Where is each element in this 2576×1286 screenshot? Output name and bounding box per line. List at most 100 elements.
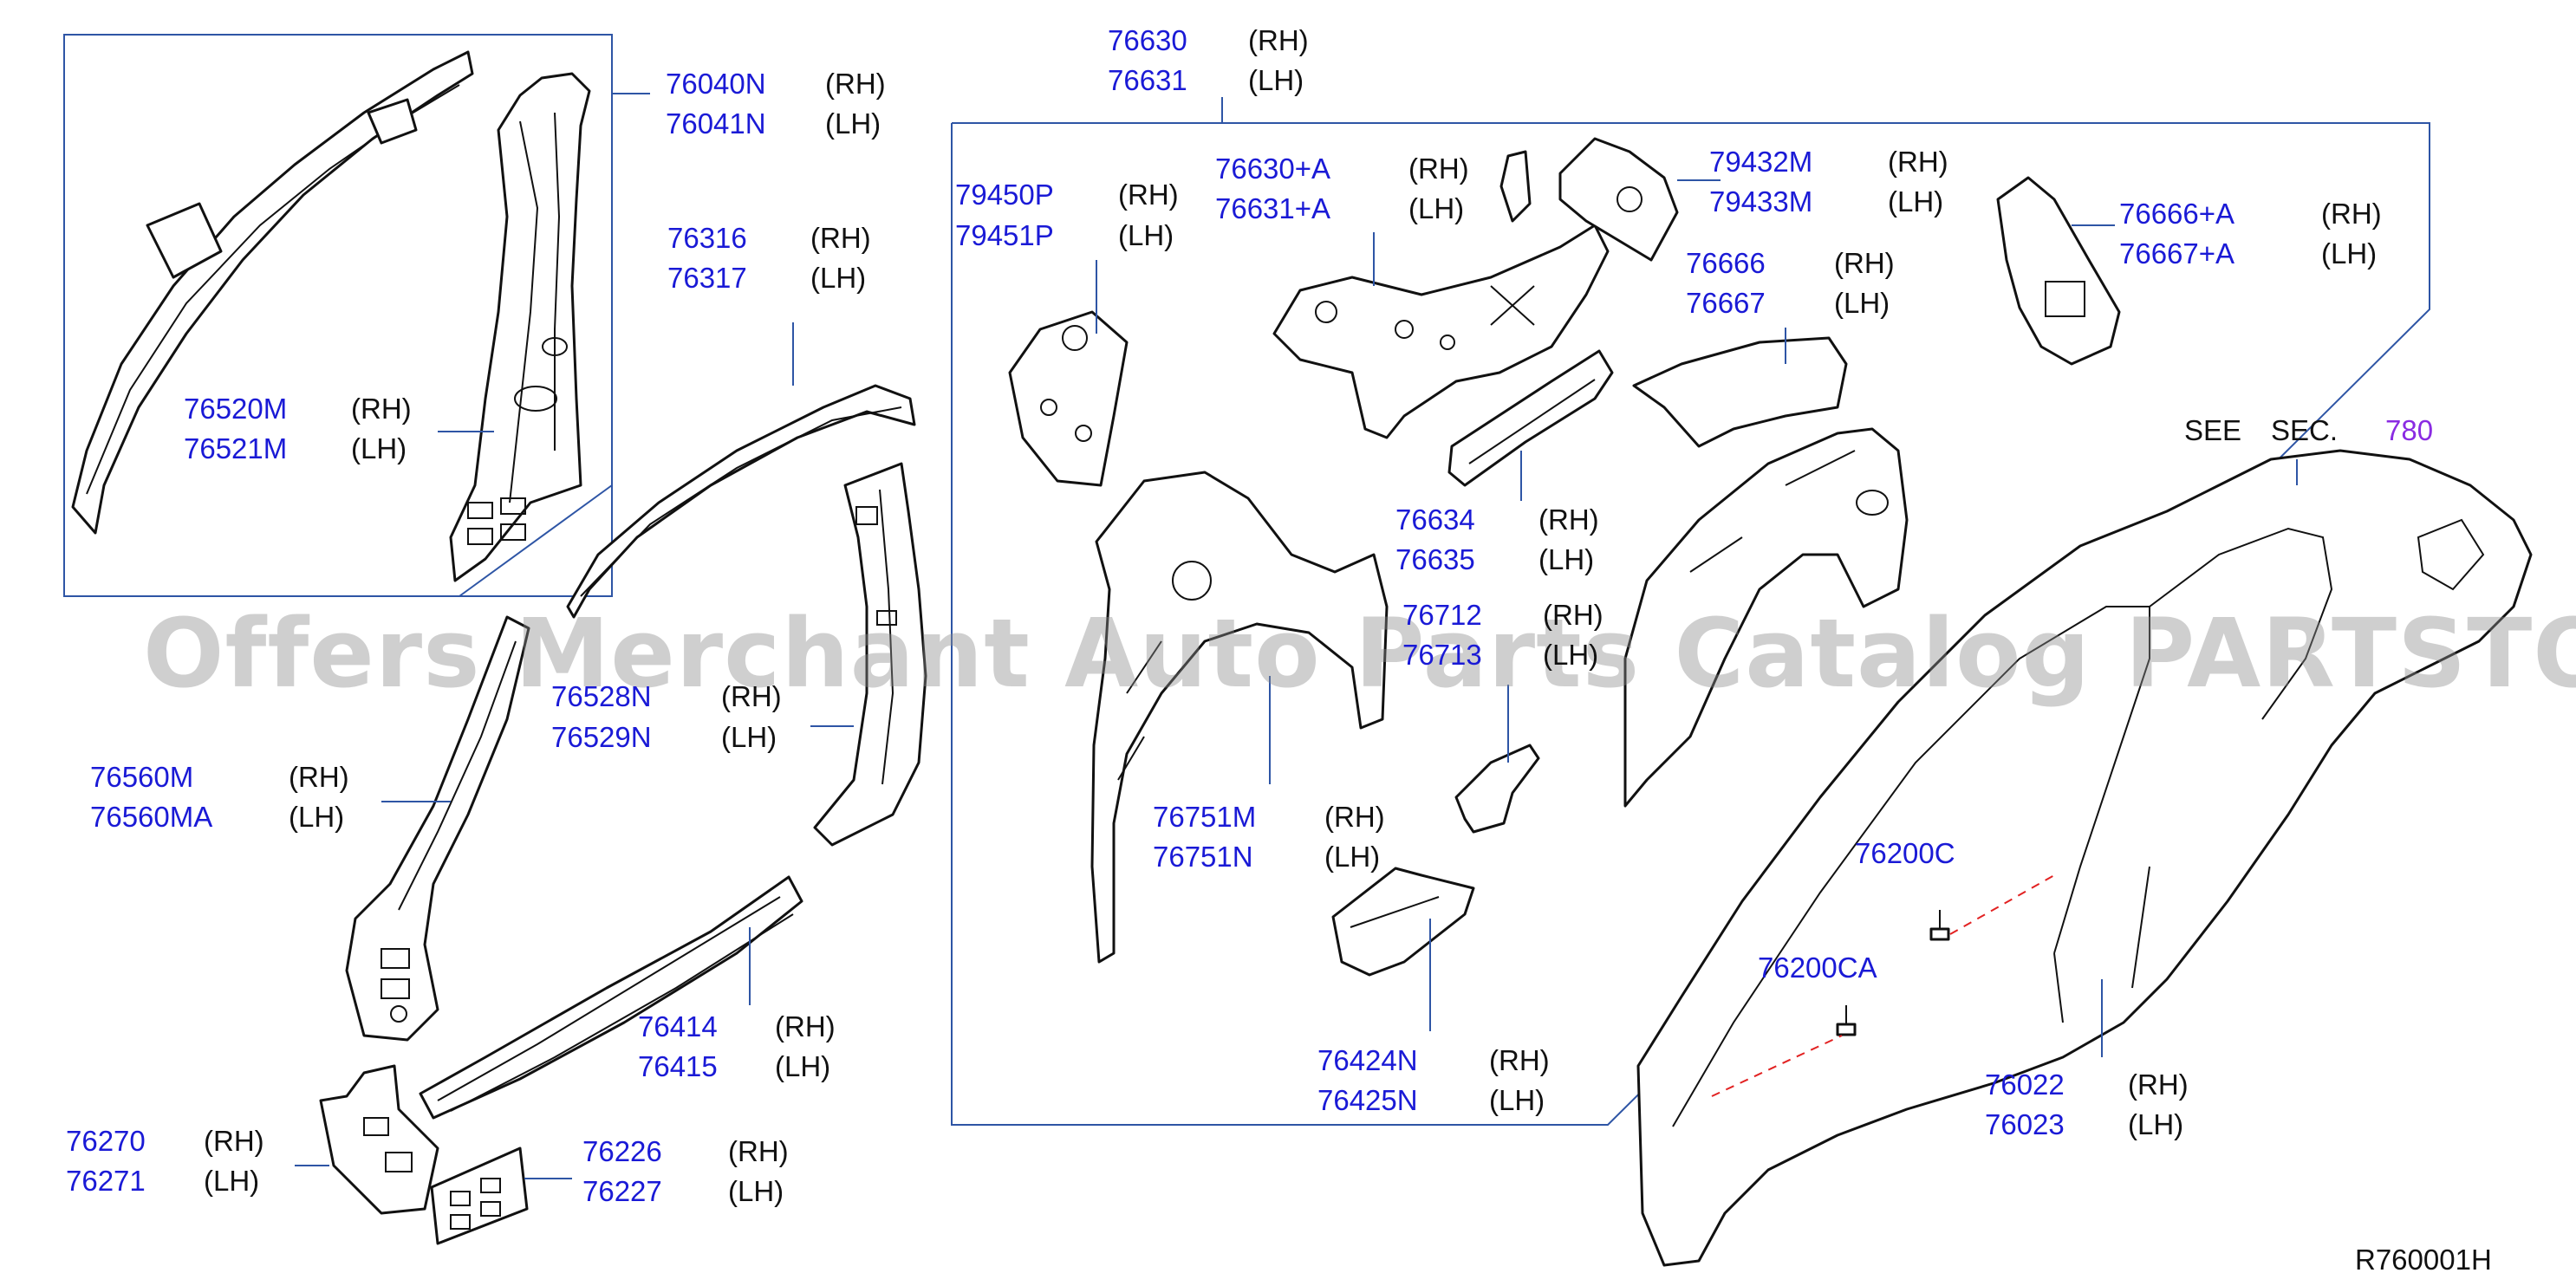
callout-part-number[interactable]: 76022 xyxy=(1985,1068,2065,1101)
callout-part-number[interactable]: 76635 xyxy=(1395,543,1475,575)
callout-part-number[interactable]: 79433M xyxy=(1709,185,1813,218)
group-frame-left xyxy=(63,34,613,597)
callout-side: (RH) xyxy=(775,1010,836,1042)
dashed-line-76200ca xyxy=(1711,1035,1843,1097)
callout-part-number[interactable]: 76040N xyxy=(666,68,766,100)
callout-part-number[interactable]: 76528N xyxy=(551,680,652,712)
callout-part-number[interactable]: 76023 xyxy=(1985,1108,2065,1140)
callout-part-number[interactable]: 76713 xyxy=(1402,639,1482,671)
part-plate-76226 xyxy=(430,1146,529,1245)
callout-part-number[interactable]: 76634 xyxy=(1395,503,1475,536)
part-upper-panel-76630a xyxy=(1272,224,1610,439)
callout-part-number[interactable]: 76666+A xyxy=(2119,198,2235,230)
callout-side: (LH) xyxy=(1489,1084,1545,1116)
callout-part-number[interactable]: 76424N xyxy=(1317,1044,1418,1076)
callout-side: (RH) xyxy=(1324,801,1385,833)
callout-side: (LH) xyxy=(289,801,345,833)
part-inner-panel-76666 xyxy=(1632,336,1848,448)
watermark: Offers Merchant Auto Parts Catalog PARTS… xyxy=(143,598,2576,709)
callout-part-number[interactable]: 76317 xyxy=(667,262,747,294)
callout-part-number[interactable]: 76751M xyxy=(1153,801,1257,833)
callout-part-number[interactable]: 76666 xyxy=(1686,247,1766,279)
callout-side: (RH) xyxy=(1538,503,1599,536)
part-wheelhouse-76751m xyxy=(1090,471,1389,964)
callout-part-number[interactable]: 76521M xyxy=(184,432,288,464)
callout-side: (LH) xyxy=(1538,543,1595,575)
bolt-76200c xyxy=(1929,910,1950,941)
callout-part-number[interactable]: 76270 xyxy=(66,1125,146,1157)
callout-part-number[interactable]: 76425N xyxy=(1317,1084,1418,1116)
callout-side: (LH) xyxy=(2128,1108,2184,1140)
callout-side: (LH) xyxy=(2321,237,2378,270)
callout-part-number[interactable]: 76751N xyxy=(1153,841,1253,873)
callout-side: (RH) xyxy=(1118,179,1179,211)
callout-part-number[interactable]: 76712 xyxy=(1402,599,1482,631)
callout-side: (RH) xyxy=(2128,1068,2189,1101)
callout-part-number[interactable]: 76560MA xyxy=(90,801,213,833)
callout-part-number[interactable]: 76667 xyxy=(1686,287,1766,319)
callout-part-number[interactable]: 76630 xyxy=(1108,24,1187,56)
part-hinge-pillar-76270 xyxy=(319,1064,439,1215)
part-sill-76414 xyxy=(419,875,803,1120)
callout-side: (RH) xyxy=(825,68,886,100)
callout-part-number[interactable]: 76041N xyxy=(666,107,766,140)
part-plate-76712 xyxy=(1454,744,1540,834)
callout-part-number[interactable]: 76630+A xyxy=(1215,153,1331,185)
callout-part-number[interactable]: 76631 xyxy=(1108,64,1187,96)
frame-leader-76040n-b xyxy=(459,484,613,597)
see-label: SEE xyxy=(2184,414,2242,446)
part-body-side-76022 xyxy=(1636,449,2533,1267)
section-ref-link[interactable]: 780 xyxy=(2385,414,2434,446)
part-bracket-79432m xyxy=(1499,137,1679,262)
callout-part-number[interactable]: 79432M xyxy=(1709,146,1813,178)
callout-side: (RH) xyxy=(1834,247,1895,279)
callout-side: (RH) xyxy=(204,1125,264,1157)
part-reinf-76424n xyxy=(1331,867,1475,977)
diagram-id: R760001H xyxy=(2355,1244,2492,1276)
callout-side: (RH) xyxy=(728,1135,789,1167)
bolt-76200ca xyxy=(1836,1005,1857,1036)
callout-side: (RH) xyxy=(289,761,349,793)
callout-side: (RH) xyxy=(2321,198,2382,230)
callout-side: (LH) xyxy=(728,1175,784,1207)
callout-side: (LH) xyxy=(1408,192,1465,224)
part-center-pillar-76528n xyxy=(813,462,927,847)
callout-side: (RH) xyxy=(351,393,412,425)
callout-bolt-76200c[interactable]: 76200C xyxy=(1855,837,1955,869)
sec-label: SEC. xyxy=(2271,414,2339,446)
callout-part-number[interactable]: 76520M xyxy=(184,393,288,425)
callout-side: (RH) xyxy=(810,222,871,254)
callout-side: (LH) xyxy=(351,432,407,464)
callout-side: (LH) xyxy=(1834,287,1890,319)
part-wheelhouse-outer xyxy=(1623,427,1909,808)
callout-part-number[interactable]: 76227 xyxy=(582,1175,662,1207)
callout-side: (LH) xyxy=(810,262,867,294)
callout-side: (LH) xyxy=(1543,639,1599,671)
part-panel-76634 xyxy=(1447,349,1614,487)
dashed-line-76200c xyxy=(1949,874,2055,935)
part-gusset-76666a xyxy=(1996,176,2121,366)
callout-side: (RH) xyxy=(721,680,782,712)
callout-side: (RH) xyxy=(1408,153,1469,185)
part-pillar-inner-76520m xyxy=(449,72,591,582)
callout-part-number[interactable]: 76631+A xyxy=(1215,192,1331,224)
callout-part-number[interactable]: 76271 xyxy=(66,1165,146,1197)
callout-side: (RH) xyxy=(1888,146,1948,178)
callout-part-number[interactable]: 76414 xyxy=(638,1010,718,1042)
callout-part-number[interactable]: 79450P xyxy=(955,179,1054,211)
callout-part-number[interactable]: 76667+A xyxy=(2119,237,2235,270)
callout-part-number[interactable]: 76560M xyxy=(90,761,194,793)
part-bracket-79450p xyxy=(1008,310,1129,487)
callout-part-number[interactable]: 79451P xyxy=(955,219,1054,251)
callout-side: (LH) xyxy=(204,1165,260,1197)
callout-side: (LH) xyxy=(1248,64,1304,96)
callout-part-number[interactable]: 76529N xyxy=(551,721,652,753)
callout-part-number[interactable]: 76316 xyxy=(667,222,747,254)
callout-bolt-76200ca[interactable]: 76200CA xyxy=(1758,952,1877,984)
callout-part-number[interactable]: 76415 xyxy=(638,1050,718,1082)
callout-side: (RH) xyxy=(1248,24,1309,56)
callout-side: (LH) xyxy=(1324,841,1381,873)
leader-lines xyxy=(295,179,2298,1179)
callout-part-number[interactable]: 76226 xyxy=(582,1135,662,1167)
